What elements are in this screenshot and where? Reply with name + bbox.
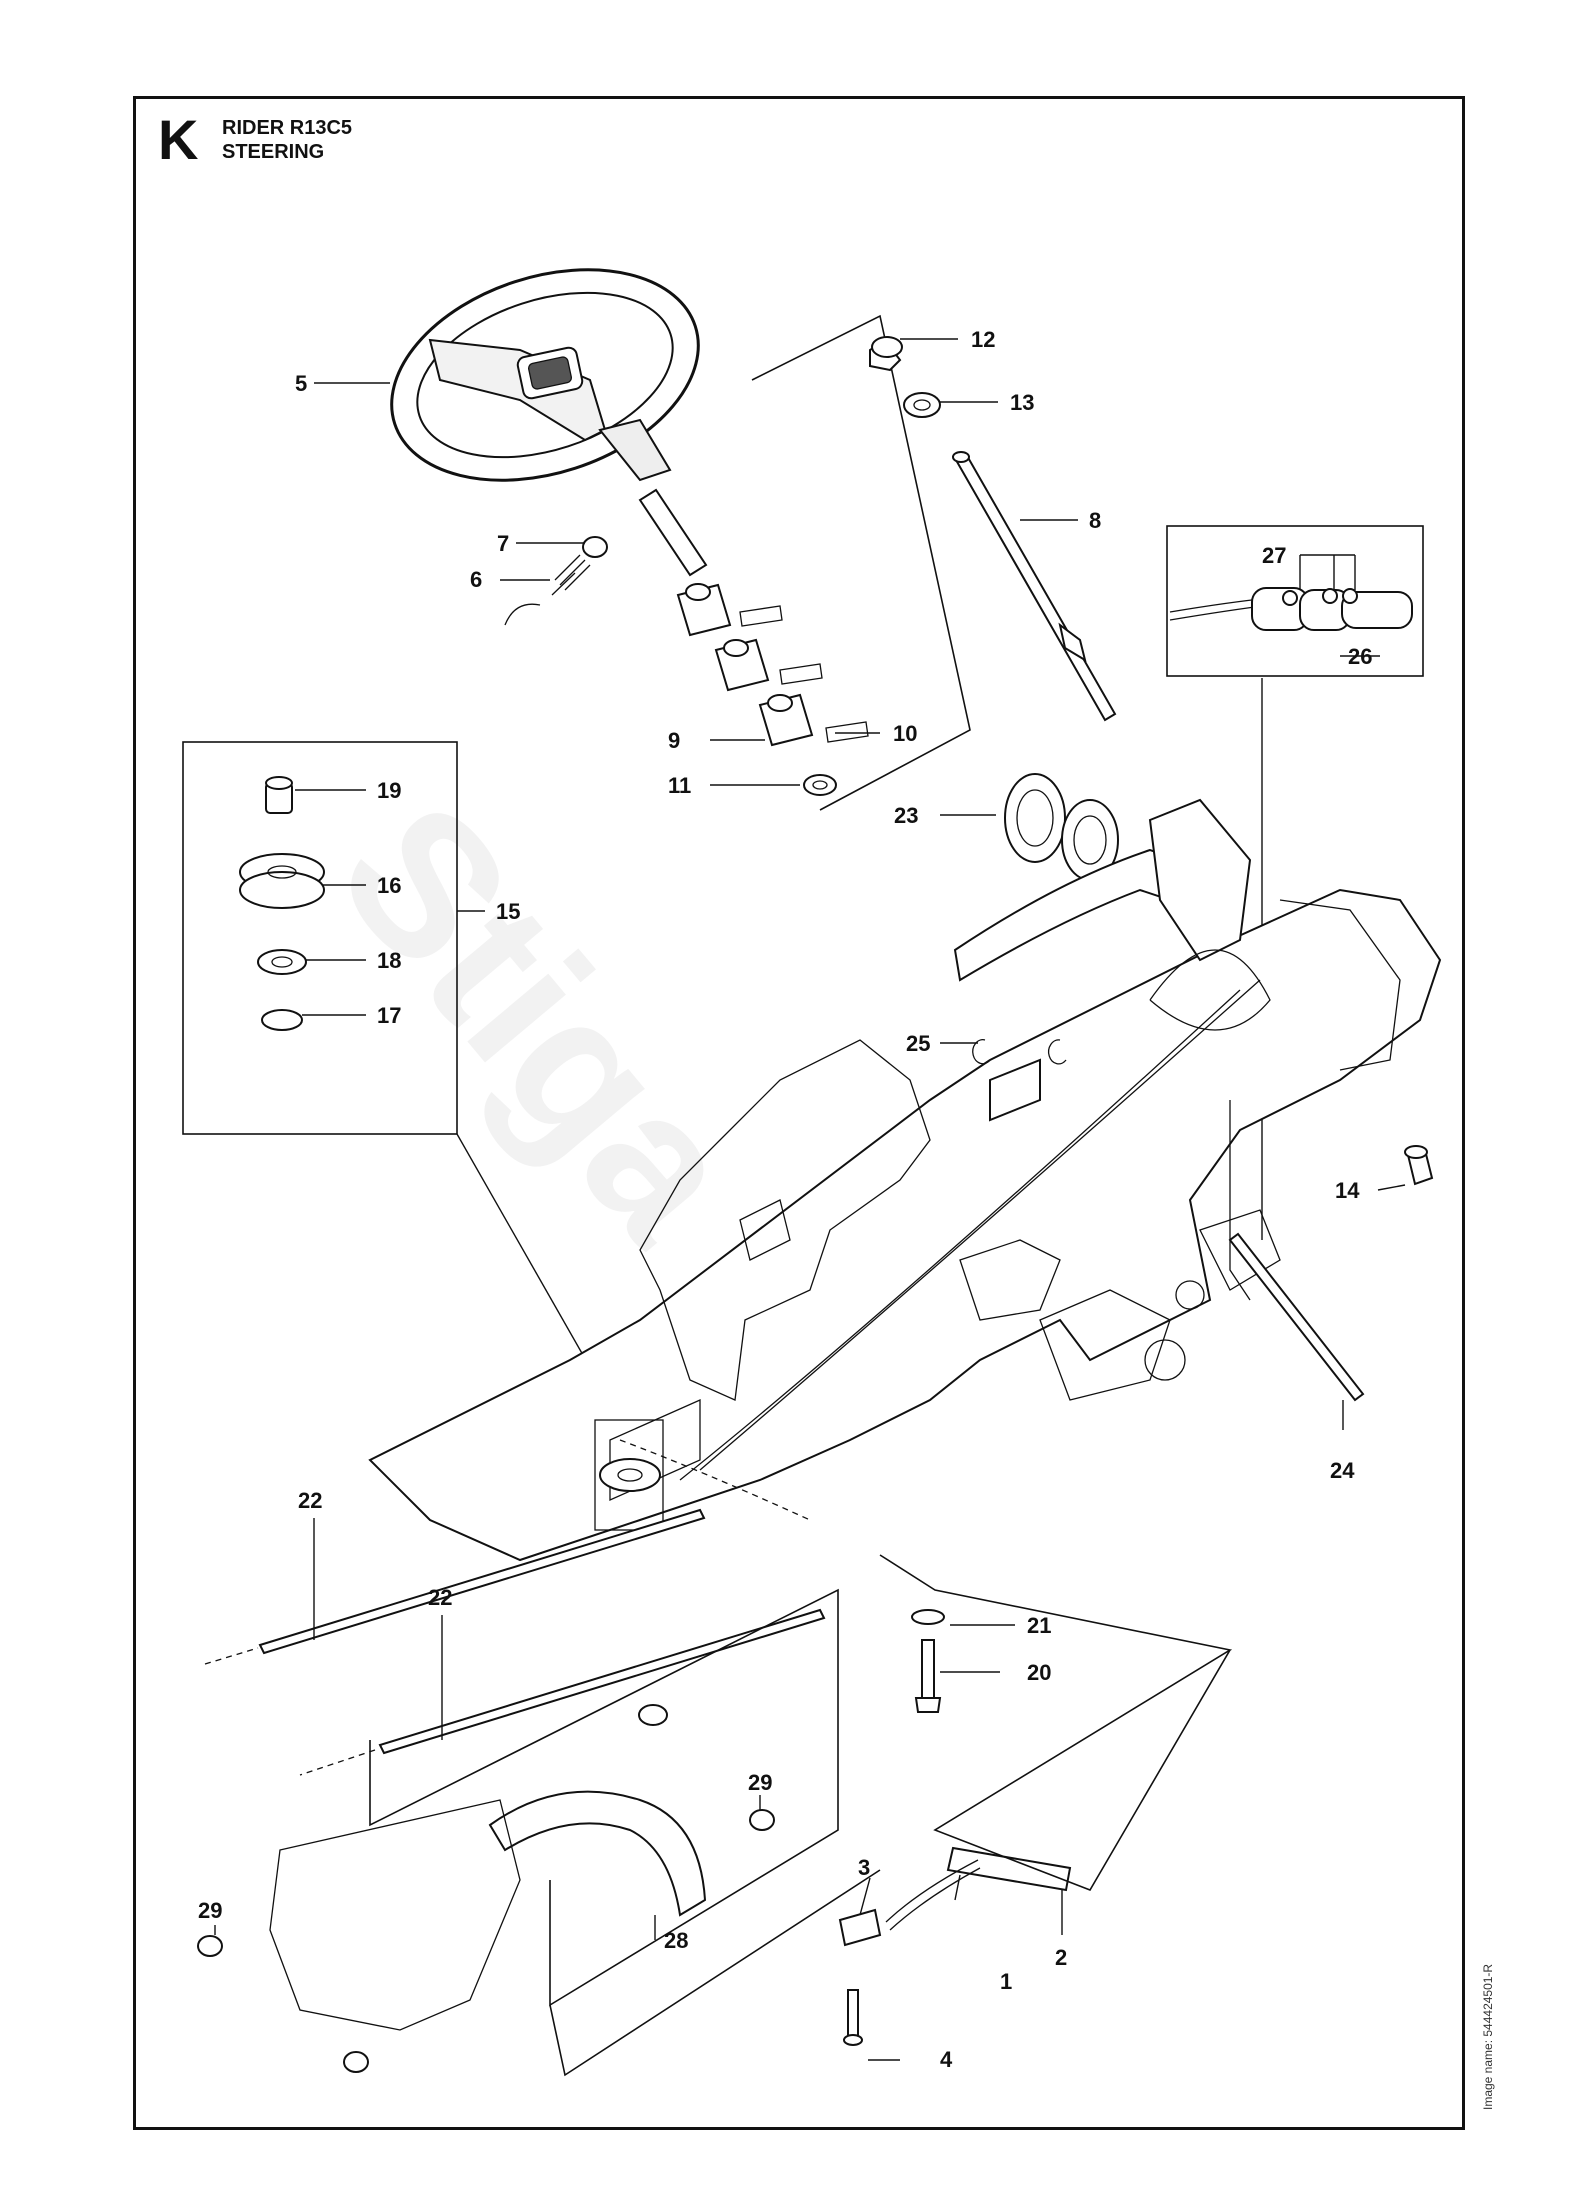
callout-23: 23 [894, 803, 918, 828]
callout-4: 4 [940, 2047, 953, 2072]
callout-15: 15 [496, 899, 520, 924]
chain-link-inset [1166, 525, 1424, 677]
pulley-inset [182, 741, 458, 1135]
callout-29-left: 29 [198, 1898, 222, 1923]
cable-hidden-run [619, 1439, 811, 1521]
model-title: RIDER R13C5 [222, 117, 353, 139]
callout-27: 27 [1262, 543, 1286, 568]
pulley-pair-part [1004, 773, 1119, 881]
group-frame-tierod [369, 1588, 839, 1827]
callout-6: 6 [470, 567, 482, 592]
group-frame-spring [879, 1554, 1233, 1891]
cable-loop [1149, 949, 1271, 1031]
steering-shaft-part [869, 336, 1117, 722]
title-block: RIDER R13C5 STEERING [222, 116, 352, 164]
callout-22-left: 22 [298, 1488, 322, 1513]
callout-12: 12 [971, 327, 995, 352]
callout-21: 21 [1027, 1613, 1051, 1638]
callout-29-right: 29 [748, 1770, 772, 1795]
callout-26: 26 [1348, 644, 1372, 669]
steering-wheel-part [390, 268, 700, 482]
assembly-title: STEERING [222, 141, 325, 163]
image-name-note: Image name: 544424501-R [1481, 1963, 1495, 2110]
callout-14: 14 [1335, 1178, 1360, 1203]
callout-19: 19 [377, 778, 401, 803]
callout-24: 24 [1330, 1458, 1355, 1483]
callout-2: 2 [1055, 1945, 1067, 1970]
callout-25: 25 [906, 1031, 930, 1056]
group-frame-lower [549, 1670, 839, 2007]
callout-1: 1 [1000, 1969, 1012, 1994]
callout-7: 7 [497, 531, 509, 556]
callout-9: 9 [668, 728, 680, 753]
lower-bracket-parts [197, 1704, 1072, 2073]
callout-16: 16 [377, 873, 401, 898]
callout-8: 8 [1089, 508, 1101, 533]
callout-20: 20 [1027, 1660, 1051, 1685]
section-letter: K [158, 108, 199, 171]
callout-11: 11 [668, 773, 691, 798]
steering-column-hardware [504, 488, 869, 796]
group-frame-spring-2 [549, 1869, 881, 2077]
callout-3: 3 [858, 1855, 870, 1880]
callout-22-right: 22 [428, 1585, 452, 1610]
callout-leaders [214, 338, 1406, 2061]
chassis-frame [368, 798, 1442, 1562]
drawing-frame [133, 96, 1465, 2130]
callout-18: 18 [377, 948, 401, 973]
steering-cable-2 [679, 989, 1241, 1481]
callout-17: 17 [377, 1003, 401, 1028]
callout-28: 28 [664, 1928, 688, 1953]
callout-labels: 1 2 3 4 5 6 7 8 9 10 11 12 13 14 15 16 1… [198, 327, 1372, 2072]
callout-5: 5 [295, 371, 307, 396]
steering-cable [699, 979, 1261, 1471]
callout-10: 10 [893, 721, 917, 746]
tie-rod-parts [204, 1232, 1365, 1776]
callout-13: 13 [1010, 390, 1034, 415]
group-bracket-column [751, 314, 971, 811]
fastener-parts [911, 1039, 1434, 1713]
